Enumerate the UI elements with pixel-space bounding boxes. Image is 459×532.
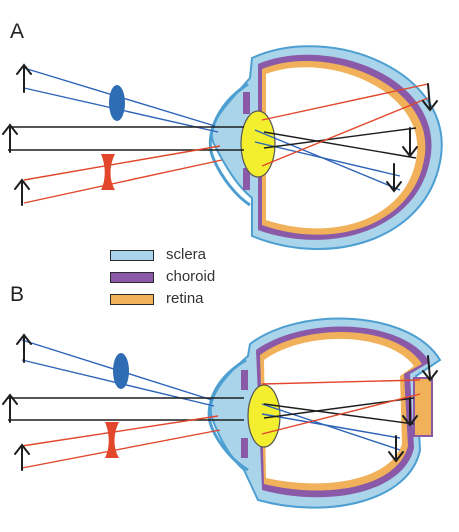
eye-lens-a (240, 110, 276, 178)
retina-fold-b (413, 377, 433, 437)
legend-swatch-sclera (110, 250, 154, 261)
concave-lens-b (105, 422, 119, 458)
object-arrow-b2 (2, 393, 18, 423)
panel-b-image-arrows (388, 355, 438, 463)
iris-a-top (243, 92, 250, 114)
ray-blue-b4 (261, 413, 401, 439)
image-arrow-a-black (402, 127, 418, 158)
object-arrow-b1 (16, 333, 32, 363)
legend-swatch-retina (110, 294, 154, 305)
legend: sclera choroid retina (110, 246, 270, 310)
ray-red-a2 (23, 159, 223, 204)
panel-a-label: A (10, 20, 25, 43)
ray-blue-a3 (254, 129, 401, 191)
ray-red-a3 (261, 83, 429, 121)
ray-red-b4 (261, 393, 421, 435)
legend-label-retina: retina (166, 290, 204, 307)
panel-a-rays (8, 67, 429, 204)
ray-red-b1 (21, 415, 219, 447)
eye-interior-a (266, 67, 418, 229)
iris-b-top (241, 370, 248, 390)
ray-red-a1 (23, 145, 221, 181)
image-arrow-a-red (422, 83, 438, 112)
panel-b-object-arrows (2, 333, 32, 471)
ray-red-b3 (261, 379, 421, 385)
panel-a-image-arrows (386, 83, 438, 193)
convex-lens-b (113, 353, 129, 389)
image-arrow-b-blue (388, 435, 404, 463)
concave-lens-a (101, 154, 115, 190)
object-arrow-a1 (16, 63, 32, 93)
ray-black-a4 (263, 127, 417, 149)
object-arrow-a2 (2, 123, 18, 153)
cornea-b (207, 358, 249, 472)
object-arrow-a3 (14, 178, 30, 206)
ray-black-a3 (263, 131, 417, 159)
ray-red-b2 (21, 429, 221, 469)
legend-swatch-choroid (110, 272, 154, 283)
legend-label-choroid: choroid (166, 268, 216, 285)
image-arrow-b-red (422, 355, 438, 382)
panel-a-object-arrows (2, 63, 32, 206)
convex-lens-a (109, 85, 125, 121)
panel-b-eye (207, 317, 442, 509)
iris-b-bottom (241, 438, 248, 458)
ray-blue-b3 (261, 403, 401, 451)
panel-b-label: B (10, 283, 25, 306)
object-arrow-b3 (14, 443, 30, 471)
eye-interior-b (264, 338, 414, 484)
ray-red-a4 (261, 97, 429, 167)
ray-blue-a4 (254, 141, 401, 177)
legend-label-sclera: sclera (166, 246, 207, 263)
panel-a-eye (208, 45, 443, 250)
panel-b-rays (8, 339, 421, 469)
image-arrow-b-black (402, 397, 418, 427)
image-arrow-a-blue (386, 163, 402, 193)
iris-a-bottom (243, 168, 250, 190)
cornea-a (208, 82, 251, 207)
